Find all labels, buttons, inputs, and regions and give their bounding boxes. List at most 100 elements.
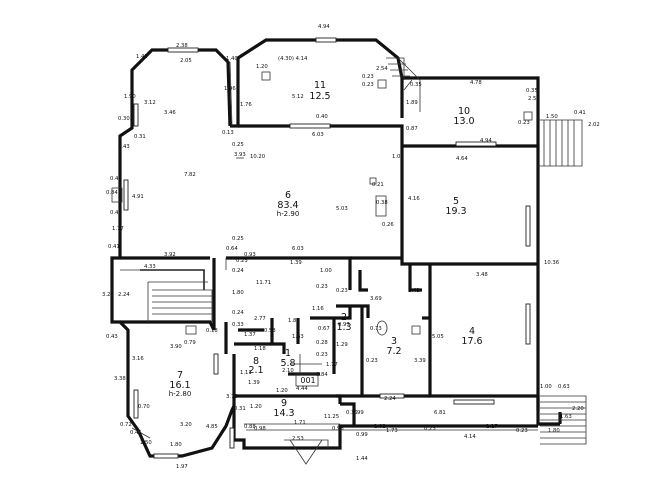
dim-label: 1.11	[240, 370, 252, 376]
dim-label: 0.30	[118, 116, 130, 122]
dim-label: 0.98	[332, 426, 344, 432]
room-10: 10 13.0	[453, 106, 474, 127]
dim-label: 0.72	[120, 422, 132, 428]
dim-label: 3.92	[164, 252, 176, 258]
dim-label: 2.24	[118, 292, 130, 298]
dim-label: 10.36	[544, 260, 560, 266]
dim-label: 0.21	[372, 182, 384, 188]
dim-label: 0.88	[244, 424, 256, 430]
room-9-area: 14.3	[273, 408, 294, 419]
dim-label: 1.44	[356, 456, 368, 462]
dim-label: 7.82	[184, 172, 196, 178]
room-4-number: 4	[469, 326, 475, 337]
room-4: 4 17.6	[461, 326, 482, 347]
dim-label: 0.38	[376, 200, 388, 206]
dim-label: 0.41	[574, 110, 586, 116]
dim-label: 1.80	[170, 442, 182, 448]
dim-label: 3.20	[102, 292, 114, 298]
dim-label: 1.18	[254, 346, 266, 352]
dim-label: 5.05	[432, 334, 444, 340]
dim-label: 2.02	[588, 122, 600, 128]
dim-label: 1.96	[224, 86, 236, 92]
room-7-number: 7	[177, 370, 183, 381]
dim-label: 0.67	[318, 326, 330, 332]
room-5-area: 19.3	[445, 206, 466, 217]
dim-label: 0.97	[338, 322, 350, 328]
room-10-area: 13.0	[453, 116, 474, 127]
dim-label: 1.20	[250, 404, 262, 410]
dim-label: 1.00	[320, 268, 332, 274]
dim-label: 4.94	[318, 24, 330, 30]
dim-label: 1.63	[292, 334, 304, 340]
dim-label: 0.26	[382, 222, 394, 228]
dim-label: 0.64	[226, 246, 238, 252]
dim-label: 1.29	[336, 342, 348, 348]
dim-label: 0.25	[232, 236, 244, 242]
room-3-area: 7.2	[386, 346, 401, 357]
dim-label: 0.23	[236, 258, 248, 264]
dim-label: 5.12	[292, 94, 304, 100]
dim-label: 0.93	[244, 252, 256, 258]
dim-label: 2.53	[292, 436, 304, 442]
dim-label: 1.77	[326, 362, 338, 368]
dim-label: 1.76	[240, 102, 252, 108]
dim-label: 0.23	[518, 120, 530, 126]
room-11-number: 11	[314, 80, 326, 91]
dim-label: 1.85	[288, 318, 300, 324]
dim-label: 1.00	[540, 384, 552, 390]
dim-label: 3.39	[414, 358, 426, 364]
dim-label: 0.44	[110, 176, 122, 182]
dim-label: 2.24	[384, 396, 396, 402]
dim-label: 0.70	[138, 404, 150, 410]
dim-label: 6.03	[292, 246, 304, 252]
room-3-number: 3	[391, 336, 397, 347]
dim-label: 0.23	[316, 284, 328, 290]
dim-label: 0.25	[232, 142, 244, 148]
dim-label: 4.78	[470, 80, 482, 86]
dim-label: 1.41	[408, 288, 420, 294]
dim-label: 0.98	[254, 426, 266, 432]
room-11-area: 12.5	[309, 91, 330, 102]
room-10-number: 10	[458, 106, 470, 117]
interior-lines	[120, 57, 538, 439]
room-6-area: 83.4	[277, 200, 298, 211]
dim-label: 10.20	[250, 154, 266, 160]
windows	[123, 37, 531, 459]
dim-label: 2.20	[572, 406, 584, 412]
dim-label: 1.00	[392, 154, 404, 160]
dim-label: 5.03	[336, 206, 348, 212]
dim-label: 0.13	[222, 130, 234, 136]
room-5: 5 19.3	[445, 196, 466, 217]
dim-label: 4.14	[464, 434, 476, 440]
room-6-number: 6	[285, 190, 291, 201]
stairs-north	[386, 57, 410, 80]
room-1-number: 1	[285, 348, 291, 359]
dim-label: 0.40	[316, 114, 328, 120]
dim-label: 2.57	[528, 96, 540, 102]
dim-label: 4.91	[132, 194, 144, 200]
dim-label: 3.20	[180, 422, 192, 428]
dim-label: 0.23	[362, 82, 374, 88]
room-11: 11 12.5	[309, 80, 330, 102]
inner-walls	[120, 118, 540, 426]
dim-label: 1.89	[406, 100, 418, 106]
dim-label: 0.35	[526, 88, 538, 94]
dim-label: 0.28	[316, 340, 328, 346]
dim-label: 4.94	[480, 138, 492, 144]
dim-label: 11.25	[324, 414, 339, 420]
dim-label: 1.97	[176, 464, 188, 470]
dim-label: 1.37	[244, 332, 256, 338]
dim-label: 0.43	[106, 334, 118, 340]
dim-label: 0.63	[558, 384, 570, 390]
dim-label: 4.16	[408, 196, 420, 202]
dim-label: 3.48	[476, 272, 488, 278]
dim-label: 0.41	[108, 244, 120, 250]
room-1-area: 5.8	[280, 358, 295, 369]
dim-label: 1.80	[232, 290, 244, 296]
stairs-bottom	[284, 439, 329, 465]
room-6: 6 83.4 h-2.90	[277, 190, 300, 218]
room-5-number: 5	[453, 196, 459, 207]
dim-label: 1.71	[294, 420, 306, 426]
dimension-labels: 4.94 2.38 1.43 1.40 2.05 (4.30) 4.14 1.2…	[102, 24, 600, 470]
dim-label: 0.24	[232, 310, 244, 316]
